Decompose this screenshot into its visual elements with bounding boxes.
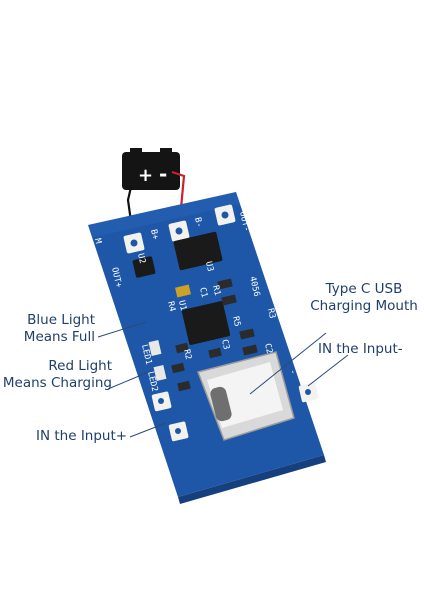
- red-light-line-2: Means Charging: [2, 375, 112, 391]
- silk-r5: R5: [230, 315, 242, 327]
- red-light-line-1: Red Light: [48, 358, 112, 374]
- silk-c3: C3: [219, 338, 231, 350]
- silk-u3: U3: [203, 260, 215, 272]
- led-blue: [148, 340, 162, 356]
- svg-text:-: -: [159, 162, 167, 186]
- battery-connector: + -: [122, 148, 180, 190]
- silk-led2: LED2: [145, 370, 159, 392]
- silk-r3: R3: [265, 307, 277, 319]
- input-minus-label: IN the Input-: [318, 341, 403, 357]
- silk-c2: C2: [262, 342, 274, 354]
- silk-r1: R1: [210, 284, 222, 296]
- solder-pads: [123, 204, 319, 442]
- type-c-line-2: Charging Mouth: [310, 298, 418, 314]
- callout-lines: [97, 321, 349, 438]
- silk-out-plus: OUT+: [109, 266, 123, 288]
- svg-text:+: +: [138, 165, 153, 186]
- usb-c-port: [196, 351, 295, 441]
- silk-plus: +: [160, 395, 171, 402]
- silk-m: M: [92, 237, 103, 244]
- input-plus-label: IN the Input+: [36, 428, 128, 444]
- silk-out-minus: OUT-: [237, 210, 251, 232]
- silk-chip-model: 4056: [247, 275, 261, 297]
- silk-u2: U2: [135, 252, 147, 264]
- silk-minus: -: [287, 368, 298, 375]
- silk-c1: C1: [197, 286, 209, 298]
- blue-light-line-1: Blue Light: [27, 312, 95, 328]
- silk-b-minus: B-: [192, 216, 204, 228]
- silk-led1: LED1: [139, 343, 153, 365]
- type-c-label: Type C USB Charging Mouth: [308, 281, 420, 315]
- silkscreen: M B+ B- OUT- OUT+ 4056 U3 R1 R5 R3 C1 C3…: [92, 210, 298, 410]
- silk-r4: R4: [165, 300, 177, 312]
- silk-b-plus: B+: [148, 228, 160, 240]
- silk-r2: R2: [181, 348, 193, 360]
- blue-light-line-2: Means Full: [23, 329, 95, 345]
- smd-components: [148, 278, 258, 392]
- blue-light-label: Blue Light Means Full: [10, 312, 95, 346]
- chips: [132, 231, 231, 345]
- type-c-line-1: Type C USB: [325, 281, 403, 297]
- silk-u1: U1: [176, 299, 188, 311]
- led-red: [153, 365, 167, 381]
- silk-r6: R6: [133, 398, 145, 410]
- red-light-label: Red Light Means Charging: [0, 358, 112, 392]
